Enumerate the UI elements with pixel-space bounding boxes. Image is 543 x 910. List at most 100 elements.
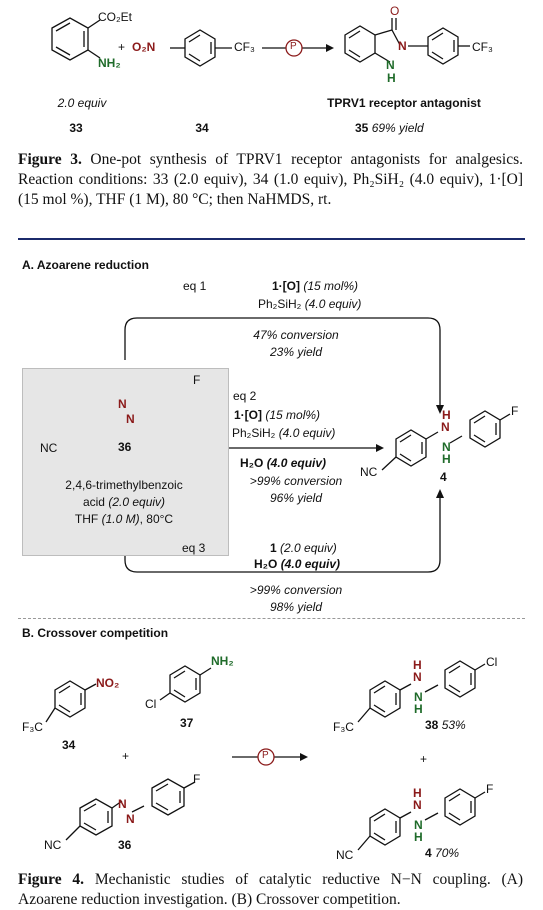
box-temp: , 80°C [139, 512, 174, 526]
compound-label-35-row: 35 69% yield [355, 121, 424, 135]
eq2-cat-amt: (15 mol%) [265, 408, 321, 422]
box-acid-line1: 2,4,6-trimethylbenzoic [65, 478, 183, 492]
compound-label-38: 38 [425, 718, 439, 732]
compound-label-36-b: 36 [118, 838, 132, 852]
eq3-cat: 1 [270, 541, 277, 555]
compound-label-34: 34 [195, 121, 209, 135]
eq2-water-amt: (4.0 equiv) [266, 456, 327, 470]
eq1-cat: 1·[O] [272, 279, 300, 293]
box-thf-amt: (1.0 M) [101, 512, 140, 526]
eq3-arrow [124, 498, 441, 573]
azo-n2: N [126, 412, 135, 426]
azoarene-36-b [65, 778, 196, 841]
plus-sign-products: + [420, 752, 428, 766]
eq2-conversion: >99% conversion [249, 474, 343, 488]
section-a-title: A. Azoarene reduction [22, 258, 149, 272]
compound-38-row: 38 53% [425, 718, 466, 732]
box-acid-line2: acid (2.0 equiv) [83, 495, 165, 509]
ester-label: CO₂Et [98, 10, 132, 24]
catalyst-circle-fig4 [257, 748, 275, 766]
equiv-33: 2.0 equiv [57, 96, 107, 110]
h4b-f-label: F [486, 782, 494, 796]
h38-h2: H [414, 702, 423, 716]
figure3-caption-lead: Figure 3. [18, 151, 82, 168]
catalyst-label-fig4: P [262, 750, 269, 761]
cf3-label-34: CF₃ [234, 40, 255, 54]
compound-label-35: 35 [355, 121, 369, 135]
h4b-h1: H [413, 786, 422, 800]
yield-4: 70% [435, 846, 460, 860]
compound-label-34-b: 34 [62, 738, 76, 752]
h4b-nc-label: NC [336, 848, 354, 862]
hydrazine-n2: N [442, 440, 451, 454]
eq1-yield: 23% yield [269, 345, 323, 359]
plus-sign: + [118, 40, 126, 54]
h-label-35: H [387, 71, 396, 85]
figure4-caption-body: Mechanistic studies of catalytic reducti… [18, 871, 524, 908]
aniline-37 [159, 665, 212, 703]
box-solvent: THF (1.0 M), 80°C [75, 512, 173, 526]
h38-n1: N [413, 670, 422, 684]
eq2-silane-name: Ph₂SiH₂ [232, 426, 276, 440]
eq2-cat: 1·[O] [234, 408, 262, 422]
catalyst-circle-fig3 [285, 39, 303, 57]
nh-label-35: N [386, 58, 395, 72]
azo-f-label: F [193, 373, 201, 387]
eq3-conversion: >99% conversion [249, 583, 343, 597]
eq1-label: eq 1 [183, 279, 207, 293]
h4b-h2: H [414, 830, 423, 844]
eq3-water: H₂O (4.0 equiv) [254, 557, 340, 571]
product-name: TPRV1 receptor antagonist [327, 96, 481, 110]
aniline-nh2-label: NH₂ [211, 654, 234, 668]
figure4-caption: Figure 4. Mechanistic studies of catalyt… [18, 870, 523, 910]
figure3-caption: Figure 3. One-pot synthesis of TPRV1 rec… [18, 150, 523, 210]
h38-f3c-label: F₃C [333, 720, 354, 734]
hydrazine-nc-label: NC [360, 465, 378, 479]
amine-label: NH₂ [98, 56, 121, 70]
eq1-conversion: 47% conversion [253, 328, 339, 342]
box-thf: THF [74, 512, 99, 526]
yield-35: 69% yield [371, 121, 424, 135]
section-divider [18, 618, 525, 619]
eq2-yield: 96% yield [269, 491, 323, 505]
eq1-silane-name: Ph₂SiH₂ [258, 297, 302, 311]
plus-sign-b: + [122, 749, 130, 763]
n-label-35: N [398, 39, 407, 53]
h4b-n2: N [414, 818, 423, 832]
hydrazine-f-label: F [511, 404, 519, 418]
azo-b-nc-label: NC [44, 838, 62, 852]
compound-label-4-b: 4 [425, 846, 432, 860]
h38-cl-label: Cl [486, 655, 498, 669]
hydrazine-4-a [381, 410, 511, 471]
h38-n2: N [414, 690, 423, 704]
eq1-silane: Ph₂SiH₂ (4.0 equiv) [258, 297, 361, 311]
indazolone-35 [344, 18, 470, 65]
figure4-caption-lead: Figure 4. [18, 871, 85, 888]
aniline-cl-label: Cl [145, 697, 157, 711]
azo-n1: N [118, 397, 127, 411]
eq1-arrow [124, 317, 441, 405]
azo-b-f-label: F [193, 772, 201, 786]
compound-label-36: 36 [118, 440, 132, 454]
figure3-caption-body: One-pot synthesis of TPRV1 receptor anta… [18, 151, 523, 208]
eq1-catalyst: 1·[O] (15 mol%) [272, 279, 358, 293]
compound-label-4: 4 [440, 470, 447, 484]
azo-b-n1: N [118, 797, 127, 811]
nitro-f3c-label: F₃C [22, 720, 43, 734]
eq2-water-name: H₂O [240, 456, 264, 470]
hydrazine-n1: N [441, 420, 450, 434]
benzene-ring-33 [51, 17, 101, 61]
eq2-water: H₂O (4.0 equiv) [240, 456, 326, 470]
eq3-label: eq 3 [182, 541, 206, 555]
eq2-silane-amt: (4.0 equiv) [278, 426, 336, 440]
eq3-water-amt: (4.0 equiv) [280, 557, 341, 571]
box-acid-word: acid [82, 495, 105, 509]
compound-label-33: 33 [69, 121, 83, 135]
substrate-box [22, 368, 229, 556]
hydrazine-4-b [357, 788, 486, 851]
cf3-label-35: CF₃ [472, 40, 493, 54]
section-b-title: B. Crossover competition [22, 626, 169, 640]
h38-h1: H [413, 658, 422, 672]
eq3-cat-amt: (2.0 equiv) [280, 541, 337, 555]
nitro-no2-label: NO₂ [96, 676, 120, 690]
